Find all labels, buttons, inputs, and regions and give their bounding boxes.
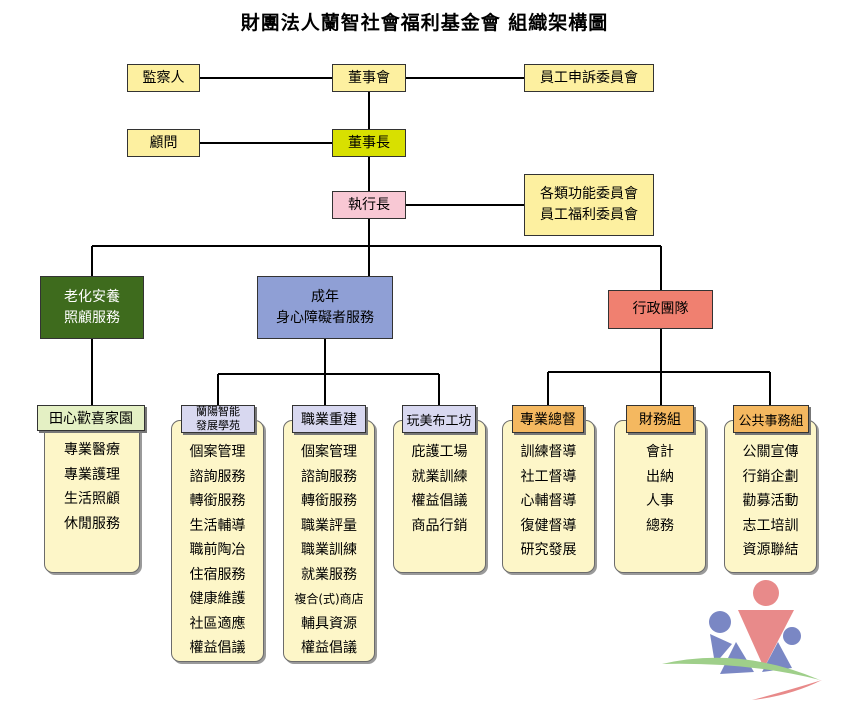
aging-care-line2: 照顧服務	[64, 309, 120, 326]
list-item: 復健督導	[520, 517, 577, 534]
list-item: 職業評量	[301, 517, 357, 534]
adult-disability-line2: 身心障礙者服務	[276, 309, 374, 326]
list-item: 社區適應	[189, 615, 246, 632]
list-item: 職前陶冶	[189, 542, 246, 558]
list-item: 諮詢服務	[301, 468, 357, 485]
list-item: 就業服務	[301, 566, 357, 583]
committee-functional: 各類功能委員會	[540, 186, 638, 202]
supervisor-box: 監察人	[127, 64, 200, 92]
list-item: 權益倡議	[301, 640, 357, 656]
list-item: 總務	[646, 517, 674, 534]
list-item: 志工培訓	[742, 517, 799, 534]
list-item: 權益倡議	[411, 493, 468, 509]
list-item: 休閒服務	[64, 515, 120, 532]
list-item: 生活輔導	[189, 517, 246, 534]
unit-header-lanyang-line2: 發展學苑	[196, 419, 240, 432]
unit-panel-tianxin: 專業醫療 專業護理 生活照顧 休閒服務	[44, 418, 140, 573]
list-item: 輔具資源	[301, 615, 357, 632]
adult-disability-box: 成年 身心障礙者服務	[257, 276, 393, 339]
unit-header-finance: 財務組	[626, 405, 694, 433]
unit-header-public-affairs: 公共事務組	[733, 405, 809, 433]
list-item: 專業醫療	[64, 442, 120, 458]
unit-panel-fabric-workshop: 庇護工場 就業訓練 權益倡議 商品行銷	[393, 420, 486, 573]
admin-team-box: 行政團隊	[608, 290, 713, 329]
unit-header-lanyang: 蘭陽智能 發展學苑	[181, 405, 255, 433]
list-item: 職業訓練	[301, 542, 357, 558]
list-item: 庇護工場	[411, 444, 468, 460]
list-item: 轉銜服務	[189, 493, 246, 509]
aging-care-box: 老化安養 照顧服務	[40, 276, 144, 339]
list-item: 人事	[646, 493, 674, 509]
list-item: 住宿服務	[189, 566, 246, 583]
list-item: 心輔督導	[520, 493, 577, 509]
unit-header-vocational: 職業重建	[292, 405, 366, 433]
list-item: 勸募活動	[742, 493, 799, 509]
list-item: 就業訓練	[411, 468, 468, 485]
unit-panel-lanyang: 個案管理 諮詢服務 轉銜服務 生活輔導 職前陶冶 住宿服務 健康維護 社區適應 …	[171, 420, 264, 662]
list-item: 社工督導	[520, 468, 577, 485]
list-item: 複合(式)商店	[294, 592, 364, 606]
chart-title: 財團法人蘭智社會福利基金會 組織架構圖	[240, 12, 609, 34]
list-item: 行銷企劃	[742, 468, 799, 485]
chairman-box: 董事長	[332, 129, 406, 157]
committees-box: 各類功能委員會 員工福利委員會	[524, 174, 654, 236]
unit-header-lanyang-line1: 蘭陽智能	[196, 405, 240, 419]
list-item: 個案管理	[189, 444, 246, 460]
grievance-committee-box: 員工申訴委員會	[524, 64, 654, 92]
ceo-box: 執行長	[332, 191, 406, 219]
unit-panel-vocational: 個案管理 諮詢服務 轉銜服務 職業評量 職業訓練 就業服務 複合(式)商店 輔具…	[283, 420, 375, 662]
list-item: 專業護理	[64, 466, 120, 483]
list-item: 權益倡議	[189, 640, 246, 656]
list-item: 研究發展	[520, 542, 577, 558]
unit-panel-finance: 會計 出納 人事 總務	[614, 420, 706, 573]
adult-disability-line1: 成年	[311, 288, 339, 305]
unit-header-tianxin: 田心歡喜家園	[37, 405, 145, 431]
list-item: 出納	[646, 468, 674, 485]
list-item: 轉銜服務	[301, 493, 357, 509]
list-item: 諮詢服務	[189, 468, 246, 485]
unit-header-supervision: 專業總督	[512, 405, 584, 433]
list-item: 訓練督導	[520, 444, 577, 460]
list-item: 個案管理	[301, 444, 357, 460]
foundation-logo-icon	[662, 580, 822, 700]
list-item: 公關宣傳	[742, 444, 799, 460]
list-item: 商品行銷	[411, 517, 468, 534]
unit-panel-public-affairs: 公關宣傳 行銷企劃 勸募活動 志工培訓 資源聯結	[724, 420, 817, 573]
list-item: 生活照顧	[64, 491, 120, 507]
unit-header-fabric-workshop: 玩美布工坊	[402, 405, 476, 433]
unit-panel-supervision: 訓練督導 社工督導 心輔督導 復健督導 研究發展	[502, 420, 595, 573]
list-item: 資源聯結	[742, 542, 799, 558]
aging-care-line1: 老化安養	[64, 288, 120, 305]
board-box: 董事會	[332, 64, 406, 92]
advisor-box: 顧問	[127, 129, 200, 157]
list-item: 會計	[646, 444, 674, 460]
committee-welfare: 員工福利委員會	[540, 207, 638, 223]
list-item: 健康維護	[189, 591, 246, 607]
